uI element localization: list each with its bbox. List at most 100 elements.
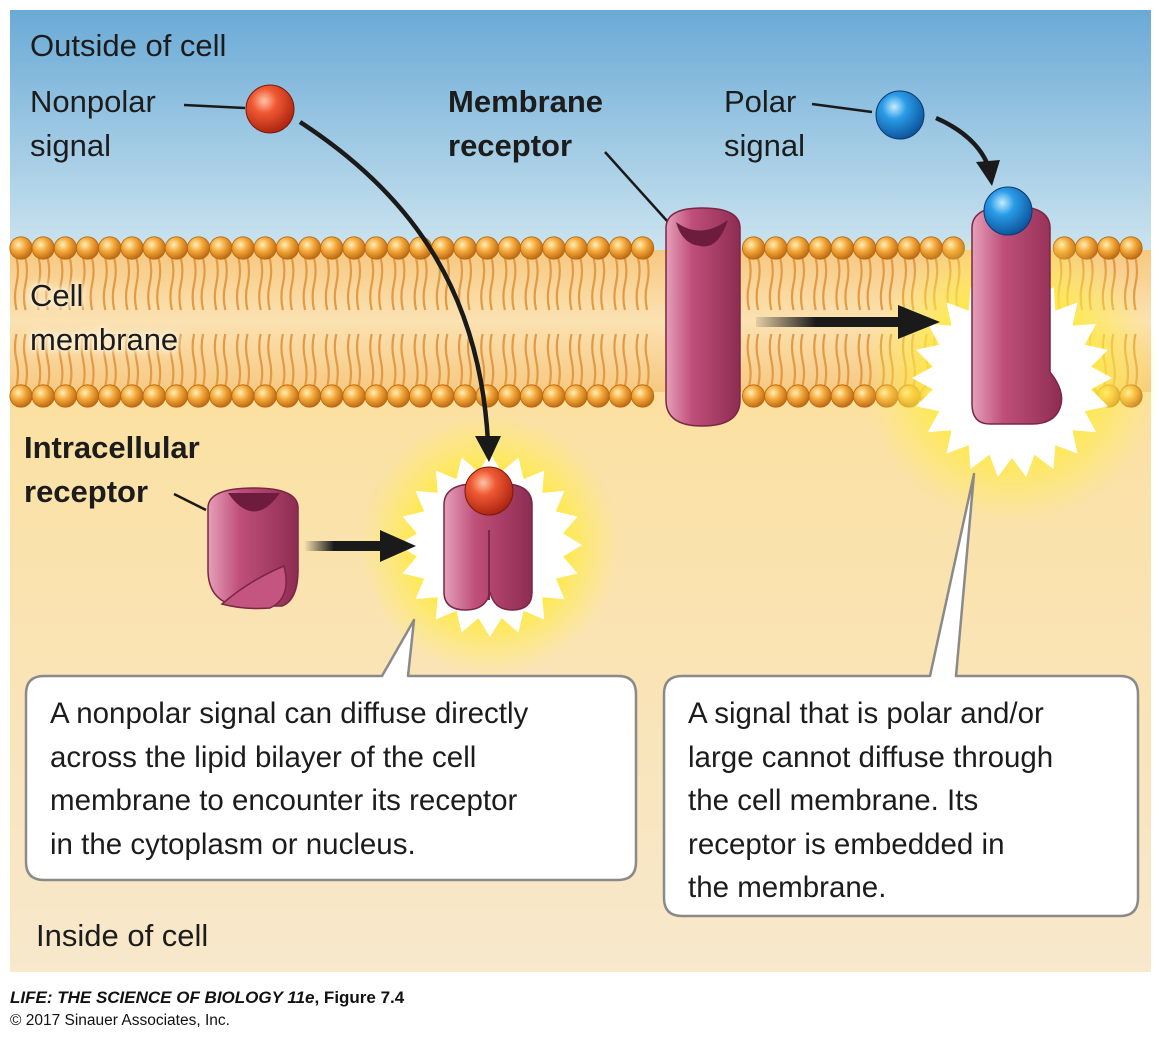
lipid-tail — [857, 257, 863, 311]
label-inside-of-cell: Inside of cell — [36, 918, 209, 953]
lipid-tail — [822, 333, 828, 387]
lipid-tail — [591, 333, 597, 387]
lipid-head — [253, 236, 277, 260]
lipid-tail — [346, 333, 353, 387]
callout-bubble-left — [24, 618, 638, 882]
lipid-head — [164, 236, 188, 260]
lipid-tail — [457, 333, 464, 387]
lipid-tail — [644, 333, 650, 387]
lipid-tail — [133, 333, 140, 387]
lipid-tail — [355, 257, 362, 311]
callout-right-line: the membrane. — [688, 871, 887, 904]
lipid-head — [475, 236, 499, 260]
lipid-head — [231, 236, 255, 260]
lipid-tail — [369, 257, 375, 311]
figure-credit: LIFE: THE SCIENCE OF BIOLOGY 11e, Figure… — [10, 988, 404, 1008]
lipid-tail — [879, 257, 885, 311]
lipid-head — [542, 384, 566, 408]
lipid-head — [98, 384, 122, 408]
lipid-tail — [511, 333, 517, 387]
lipid-head — [475, 384, 499, 408]
lipid-tail — [80, 333, 86, 387]
lipid-tail — [58, 257, 64, 311]
lipid-tail — [480, 333, 486, 387]
lipid-tail — [755, 333, 761, 387]
lipid-head — [542, 236, 566, 260]
label-cell-membrane-line1: Cell — [30, 278, 84, 313]
lipid-head — [764, 236, 788, 260]
lipid-tail — [147, 333, 153, 387]
lipid-head — [564, 236, 588, 260]
membrane-receptor-active — [971, 205, 1063, 425]
lipid-head — [9, 236, 33, 260]
lipid-head — [142, 236, 166, 260]
lipid-tail — [333, 333, 339, 387]
lipid-tail — [124, 257, 131, 311]
lipid-tail — [835, 257, 841, 311]
lipid-tail — [22, 257, 29, 311]
callout-left-line: across the lipid bilayer of the cell — [50, 740, 477, 774]
lipid-head — [76, 384, 100, 408]
lipid-tail — [835, 333, 841, 387]
lipid-tail — [235, 333, 242, 387]
intracellular-receptor-active — [443, 483, 533, 611]
lipid-head — [120, 236, 144, 260]
lipid-tail — [67, 333, 73, 387]
leader-intracellular — [173, 492, 207, 512]
lipid-head — [497, 384, 521, 408]
lipid-tail — [600, 257, 606, 311]
lipid-tail — [746, 333, 752, 387]
lipid-tail — [777, 257, 783, 311]
lipid-tail — [502, 333, 508, 387]
lipid-tail — [577, 333, 584, 387]
lipid-tail — [355, 333, 362, 387]
lipid-tail — [102, 333, 108, 387]
lipid-head — [608, 384, 633, 408]
membrane-activation-head — [898, 305, 940, 339]
lipid-head — [320, 384, 344, 408]
lipid-tail — [555, 333, 561, 387]
lipid-tail — [489, 333, 495, 387]
lipid-head — [253, 384, 277, 408]
lipid-tail — [613, 333, 619, 387]
lipid-tail — [280, 257, 286, 311]
lipid-head — [53, 384, 78, 408]
lipid-tail — [36, 333, 42, 387]
lipid-tail — [111, 333, 117, 387]
lipid-tail — [13, 333, 20, 387]
lipid-tail — [324, 333, 330, 387]
label-intracellular-receptor-line2: receptor — [24, 474, 149, 509]
lipid-tail — [511, 257, 517, 311]
lipid-tail — [622, 257, 628, 311]
lipid-tail — [635, 257, 641, 311]
lipid-head — [786, 384, 810, 408]
polar-signal-bound — [983, 186, 1033, 236]
lipid-tail — [546, 257, 552, 311]
lipid-head — [519, 236, 544, 260]
lipid-head — [386, 384, 410, 408]
lipid-tail — [799, 257, 806, 311]
lipid-tail — [755, 257, 761, 311]
lipid-tail — [777, 333, 783, 387]
lipid-tail — [213, 333, 219, 387]
lipid-head — [120, 384, 144, 408]
label-cell-membrane-line2: membrane — [30, 322, 179, 357]
lipid-tail — [799, 333, 806, 387]
lipid-tail — [400, 257, 406, 311]
lipid-tail — [444, 257, 450, 311]
lipid-tail — [156, 333, 162, 387]
callout-right-line: A signal that is polar and/or — [688, 697, 1044, 730]
lipid-tail — [413, 257, 419, 311]
lipid-tail — [156, 257, 162, 311]
lipid-head — [497, 236, 521, 260]
lipid-head — [608, 236, 633, 260]
leader-membrane-receptor — [604, 151, 669, 223]
lipid-tail — [435, 333, 441, 387]
lipid-head — [9, 384, 33, 408]
lipid-tail — [58, 333, 64, 387]
outside-region — [10, 10, 1151, 260]
lipid-tail — [466, 257, 473, 311]
lipid-head — [852, 236, 877, 260]
lipid-head — [586, 236, 610, 260]
lipid-head — [453, 384, 477, 408]
